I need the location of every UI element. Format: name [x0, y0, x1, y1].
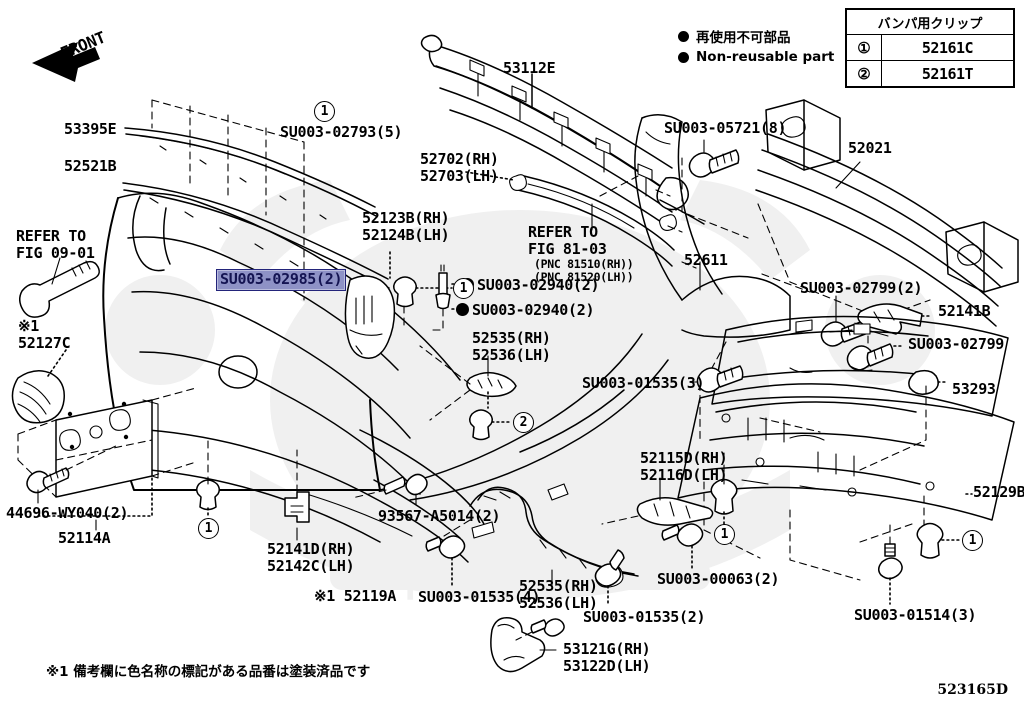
callout-53112e: 53112E [503, 59, 556, 77]
bolt-53121-art [530, 618, 565, 637]
callout-52021: 52021 [848, 139, 892, 157]
callout-52521b: 52521B [64, 157, 117, 175]
part-52141b-art [857, 303, 923, 337]
front-arrow-label: FRONT [57, 27, 109, 63]
ref-marker-5: 1 [714, 524, 735, 545]
part-52611-art [634, 114, 791, 338]
callout-su003-01535-4: SU003-01535(4) [418, 588, 541, 606]
callout-52535-52536-lower: 52535(RH) 52536(LH) [519, 577, 598, 612]
part-53121g-art [490, 617, 546, 673]
part-52114a-art [55, 399, 159, 498]
clip-ref-2: ② [845, 60, 882, 88]
callout-52141d-52142c: 52141D(RH) 52142C(LH) [267, 540, 355, 575]
clip-art-1 [195, 479, 221, 511]
legend-label-en: Non-reusable part [696, 49, 835, 65]
callout-su003-01514: SU003-01514(3) [854, 606, 977, 624]
bolt-01535-4-art [425, 535, 466, 559]
bolt-01535-2-art [594, 549, 625, 587]
callout-52123b-52124b: 52123B(RH) 52124B(LH) [362, 209, 450, 244]
bolt-02799-a-art [820, 319, 870, 347]
ref-marker-2: 1 [453, 278, 474, 299]
clip-table-header-row: バンパ用クリップ [845, 8, 1015, 35]
callout-su003-02940-a: SU003-02940(2) [477, 276, 600, 294]
part-52535-lower-art [469, 483, 639, 588]
callout-52127c: ※1 52127C [18, 317, 71, 352]
diagram-number: 523165D [937, 682, 1008, 698]
callout-53293: 53293 [952, 380, 996, 398]
legend-row-jp: 再使用不可部品 [678, 26, 834, 46]
table-row: ② 52161T [845, 60, 1015, 88]
callout-52702-52703: 52702(RH) 52703(LH) [420, 150, 499, 185]
clip-art-3 [468, 409, 494, 441]
footer-note: ※1 備考欄に色名称の標記がある品番は塗装済品です [46, 664, 371, 680]
clip-part-1: 52161C [881, 34, 1015, 61]
bolt-02799-b-art [846, 343, 894, 371]
ref-marker-1: 1 [314, 101, 335, 122]
table-row: ① 52161C [845, 34, 1015, 61]
callout-52119a: ※1 52119A [314, 587, 397, 605]
part-52535-upper-art [466, 371, 517, 398]
ref-marker-4: 1 [198, 518, 219, 539]
bolt-01514-art [878, 543, 903, 580]
callout-su003-02799-2: SU003-02799(2) [800, 279, 923, 297]
non-reusable-dot-icon [456, 303, 469, 316]
callout-52535-52536-upper: 52535(RH) 52536(LH) [472, 329, 551, 364]
callout-su003-01535-2: SU003-01535(2) [583, 608, 706, 626]
bolt-02940-art [435, 264, 451, 310]
callout-refer-fig-81-03: REFER TO FIG 81-03 [528, 223, 607, 258]
callout-su003-01535-3: SU003-01535(3) [582, 374, 705, 392]
clip-legend-table: バンパ用クリップ ① 52161C ② 52161T [845, 8, 1015, 88]
clip-art-4 [916, 522, 944, 559]
clip-ref-1: ① [845, 34, 882, 61]
legend-label-jp: 再使用不可部品 [696, 30, 791, 46]
callout-52141b: 52141B [938, 302, 991, 320]
ref-marker-3: 2 [513, 412, 534, 433]
bolt-00063-art [661, 523, 704, 547]
part-52141d-art [284, 491, 310, 523]
black-dot-icon [678, 30, 689, 42]
clip-art-5 [710, 478, 738, 515]
clip-part-2: 52161T [881, 60, 1015, 88]
callout-su003-00063: SU003-00063(2) [657, 570, 780, 588]
bolt-05721-art [688, 149, 740, 178]
callout-52611: 52611 [684, 251, 728, 269]
callout-52129b: 52129B [973, 483, 1024, 501]
callout-52115d-52116d: 52115D(RH) 52116D(LH) [640, 449, 728, 484]
screw-93567-art [383, 473, 428, 496]
callout-44696-wy040: 44696-WY040(2) [6, 504, 129, 522]
callout-su003-02793: SU003-02793(5) [280, 123, 403, 141]
callout-su003-05721: SU003-05721(8) [664, 119, 787, 137]
callout-refer-fig-09-01: REFER TO FIG 09-01 [16, 227, 95, 262]
callout-su003-02940-b: SU003-02940(2) [472, 301, 595, 319]
part-53293-art [711, 315, 1009, 417]
callout-53395e: 53395E [64, 120, 117, 138]
callout-pnc-81510-81520: (PNC 81510(RH)) (PNC 81520(LH)) [534, 257, 634, 284]
legend-row-en: Non-reusable part [678, 49, 834, 65]
refer-fig0901-part-art [19, 260, 100, 318]
black-dot-icon [678, 51, 689, 63]
non-reusable-legend: 再使用不可部品 Non-reusable part [678, 26, 834, 68]
part-52115d-art [636, 497, 714, 526]
ref-marker-6: 1 [962, 530, 983, 551]
callout-su003-02985-highlighted[interactable]: SU003-02985(2) [216, 269, 347, 291]
clip-art-2 [392, 276, 418, 308]
clip-table-header: バンパ用クリップ [845, 8, 1015, 35]
callout-93567-a5014: 93567-A5014(2) [378, 507, 501, 525]
screw-44696-art [26, 467, 70, 494]
callout-su003-02799: SU003-02799 [908, 335, 1005, 353]
part-52123b-art [344, 275, 396, 359]
part-52129b-art [677, 383, 1015, 521]
part-52127c-art [11, 370, 65, 424]
callout-52114a: 52114A [58, 529, 111, 547]
callout-53121g-53122d: 53121G(RH) 53122D(LH) [563, 640, 651, 675]
